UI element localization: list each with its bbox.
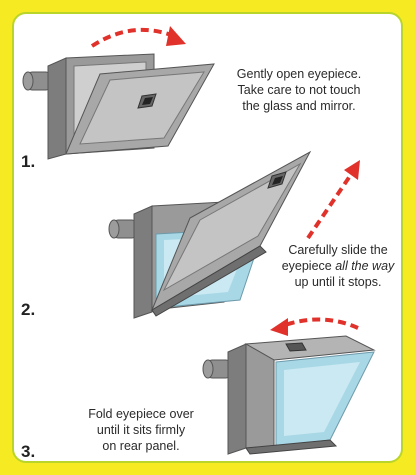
step-2: 2. Carefully slide the eyepiece all the … xyxy=(14,142,401,322)
step-1: 1. Gently open eyepiece. Take care to no… xyxy=(14,14,401,171)
caption-line: the glass and mirror. xyxy=(242,99,356,113)
caption-line: Gently open eyepiece. xyxy=(236,67,362,81)
device-illustration-step2 xyxy=(108,150,360,319)
instructions-card: 1. Gently open eyepiece. Take care to no… xyxy=(12,12,403,463)
step-caption: Fold eyepiece over until it sits firmly … xyxy=(66,406,216,454)
step-caption: Gently open eyepiece. Take care to not t… xyxy=(204,66,394,114)
step-caption: Carefully slide the eyepiece all the way… xyxy=(276,242,400,290)
arrow-head-icon xyxy=(270,318,288,336)
step-number: 3. xyxy=(21,442,36,461)
caption-line: until it sits firmly xyxy=(96,423,186,437)
arrow-head-icon xyxy=(166,26,186,46)
caption-line: Take care to not touch xyxy=(237,83,361,97)
arrow-curved-icon xyxy=(90,27,175,48)
step-number: 2. xyxy=(21,300,36,319)
caption-text: eyepiece xyxy=(281,259,336,273)
arrow-straight-icon xyxy=(306,174,352,240)
device-illustration-step1 xyxy=(22,26,215,160)
arrow-curved-icon xyxy=(281,317,359,330)
caption-line: Fold eyepiece over xyxy=(88,407,194,421)
caption-line: on rear panel. xyxy=(102,439,180,453)
caption-line: Carefully slide the xyxy=(288,243,388,257)
arrow-head-icon xyxy=(344,160,360,180)
device-illustration-step3 xyxy=(202,317,376,455)
step-3: 3. Fold eyepiece over until it sits firm… xyxy=(14,314,401,461)
caption-emphasis: all the way xyxy=(335,259,395,273)
caption-line: up until it stops. xyxy=(294,275,382,289)
caption-line: eyepiece all the way xyxy=(276,258,400,274)
step-number: 1. xyxy=(21,152,36,171)
